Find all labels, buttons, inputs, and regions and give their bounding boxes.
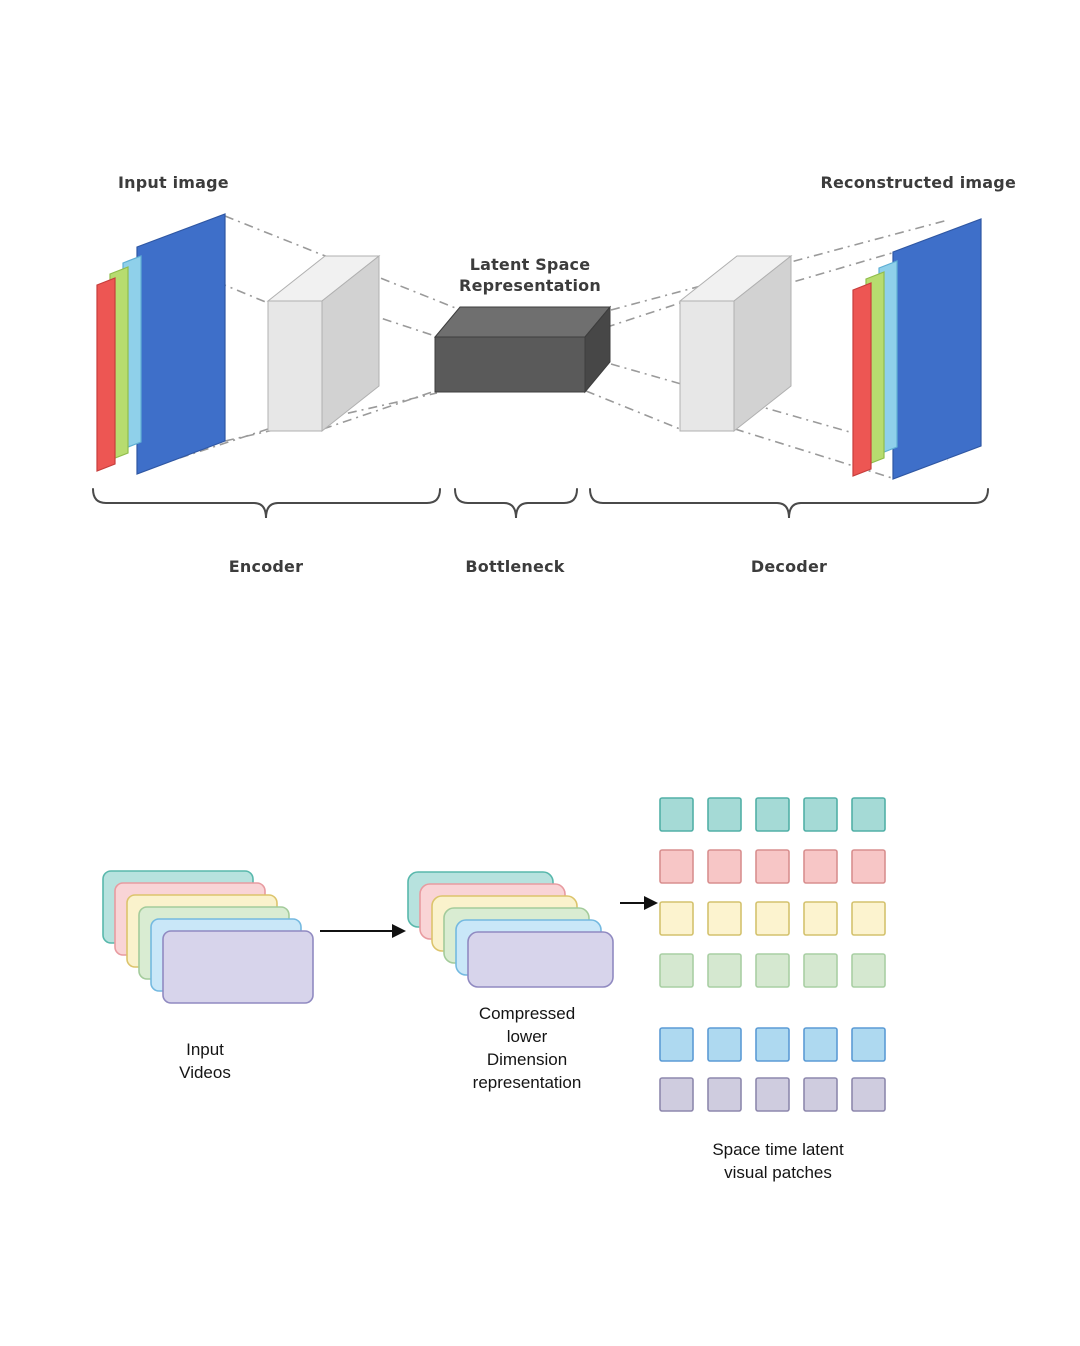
patch-grid [659,797,886,1112]
connector-line [585,390,681,430]
reconstructed-image-stack [852,218,982,480]
reconstructed-layer-blue [892,218,982,480]
input-image-stack [96,213,226,475]
latent-space-label-line1: Latent Space [469,255,591,274]
patch-blue-4 [803,1027,838,1062]
input-layer-blue [136,213,226,475]
patch-red-5 [851,849,886,884]
connector-line [610,363,949,461]
input-videos-label-line2: Videos [179,1063,231,1082]
arrow-right-icon [620,896,658,910]
decoder-box-front [679,300,735,432]
patch-green-3 [755,953,790,988]
compressed-label-line2: lower [506,1027,548,1046]
input-videos-label-line1: Input [186,1040,224,1059]
latent-space-label: Latent Space Representation [430,254,630,296]
patch-teal-4 [803,797,838,832]
patch-purple-4 [803,1077,838,1112]
bottleneck-brace [454,488,578,519]
patch-teal-2 [707,797,742,832]
arrow-right-icon [320,924,406,938]
reconstructed-layer-red [852,282,872,477]
compressed-representation-label: Compressed lower Dimension representatio… [437,1002,617,1094]
latent-space-label-line2: Representation [459,276,601,295]
connector-line [322,298,436,337]
patch-teal-3 [755,797,790,832]
patches-label-line1: Space time latent [712,1140,844,1159]
patch-purple-1 [659,1077,694,1112]
arrow-head [644,896,658,910]
encoder-box-front [267,300,323,432]
decoder-brace [589,488,989,519]
latent-box-front [434,336,586,393]
input-layer-red [96,277,116,472]
bottleneck-label: Bottleneck [465,557,565,576]
encoder-label: Encoder [228,557,304,576]
input-videos-label: Input Videos [130,1038,280,1084]
reconstructed-image-label: Reconstructed image [820,173,1016,192]
patch-purple-2 [707,1077,742,1112]
latent-box-top [433,306,612,338]
compressed-stack [407,871,614,988]
compressed-label-line4: representation [472,1073,582,1092]
patch-red-3 [755,849,790,884]
video-frame-lavender [162,930,314,1004]
patch-red-4 [803,849,838,884]
input-image-label: Input image [118,173,229,192]
connector-line [734,428,893,479]
connector-line [322,390,436,430]
space-time-patches-label: Space time latent visual patches [678,1138,878,1184]
compressed-frame-lavender [467,931,614,988]
patch-green-4 [803,953,838,988]
encoder-brace [92,488,441,519]
patch-red-1 [659,849,694,884]
patch-red-2 [707,849,742,884]
patches-label-line2: visual patches [724,1163,832,1182]
decoder-label: Decoder [750,557,828,576]
patch-teal-5 [851,797,886,832]
arrow-head [392,924,406,938]
encoder-box [266,254,381,433]
patch-yellow-4 [803,901,838,936]
connector-line [585,302,681,335]
patch-green-2 [707,953,742,988]
patch-yellow-5 [851,901,886,936]
patch-blue-3 [755,1027,790,1062]
patch-purple-3 [755,1077,790,1112]
patch-blue-2 [707,1027,742,1062]
compressed-label-line1: Compressed [478,1004,576,1023]
patch-green-5 [851,953,886,988]
patch-yellow-1 [659,901,694,936]
decoder-box [678,254,793,433]
patch-purple-5 [851,1077,886,1112]
compressed-label-line3: Dimension [486,1050,568,1069]
patch-green-1 [659,953,694,988]
patch-blue-5 [851,1027,886,1062]
patch-yellow-3 [755,901,790,936]
latent-space-box [433,305,612,394]
input-videos-stack [102,870,314,1004]
patch-blue-1 [659,1027,694,1062]
patch-yellow-2 [707,901,742,936]
patch-teal-1 [659,797,694,832]
